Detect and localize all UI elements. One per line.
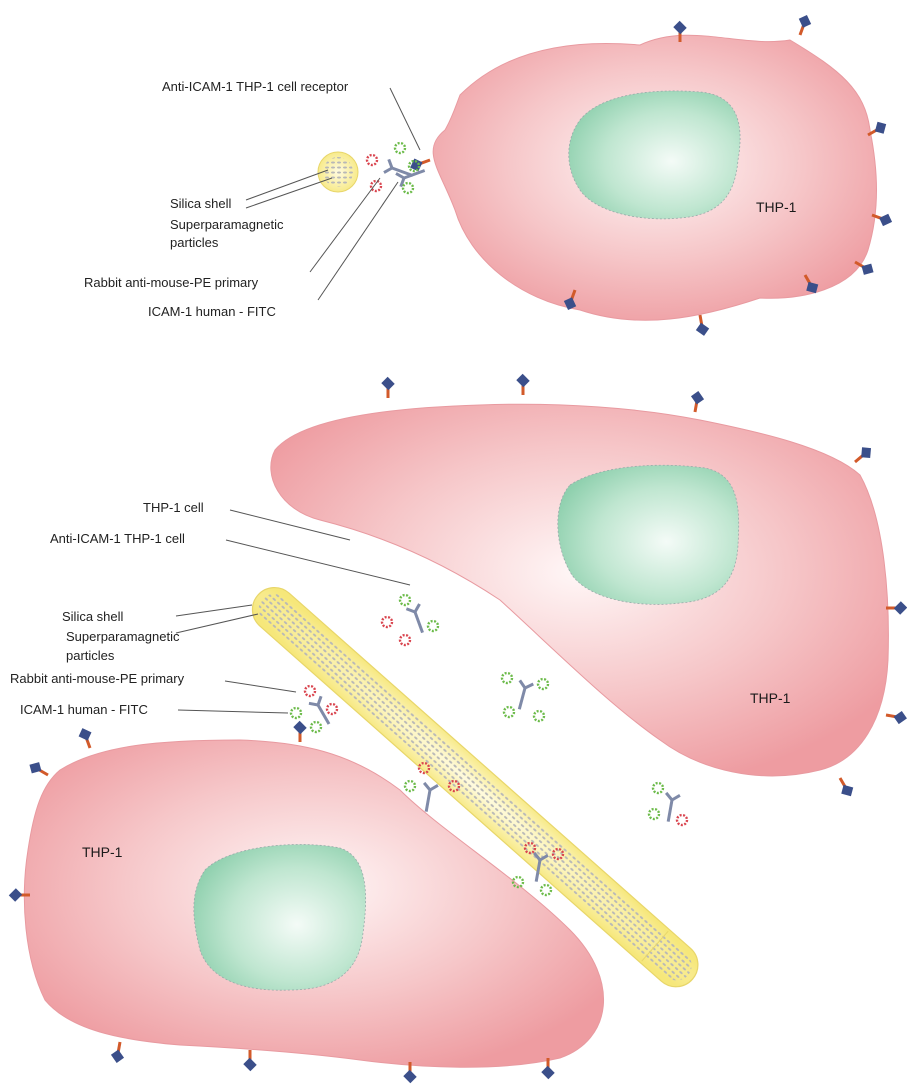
top-label-silica-shell: Silica shell [170,196,232,211]
bottom-label-superparamagnetic-2: particles [66,648,115,663]
bottom-label-superparamagnetic-1: Superparamagnetic [66,629,180,644]
top-label-receptor: Anti-ICAM-1 THP-1 cell receptor [162,79,349,94]
bottom-upper-thp1-cell [271,404,889,776]
top-label-icam-fitc: ICAM-1 human - FITC [148,304,276,319]
bottom-label-rabbit-primary: Rabbit anti-mouse-PE primary [10,671,185,686]
bottom-lower-nucleus [194,844,366,990]
bottom-panel: THP-1 THP-1 [9,374,907,1083]
bottom-lower-cell-label: THP-1 [82,844,123,860]
bottom-label-anti-icam-cell: Anti-ICAM-1 THP-1 cell [50,531,185,546]
top-label-superparamagnetic-2: particles [170,235,219,250]
bottom-upper-nucleus [558,465,739,604]
bottom-upper-cell-label: THP-1 [750,690,791,706]
bottom-label-silica-shell: Silica shell [62,609,124,624]
top-cell-label: THP-1 [756,199,797,215]
top-label-superparamagnetic-1: Superparamagnetic [170,217,284,232]
top-panel: THP-1 [84,13,894,337]
bottom-label-icam-fitc: ICAM-1 human - FITC [20,702,148,717]
top-silica-particle [318,152,358,192]
top-label-rabbit-primary: Rabbit anti-mouse-PE primary [84,275,259,290]
top-antibody-complex [367,143,432,193]
bottom-label-thp1-cell: THP-1 cell [143,500,204,515]
top-nucleus [569,91,740,219]
